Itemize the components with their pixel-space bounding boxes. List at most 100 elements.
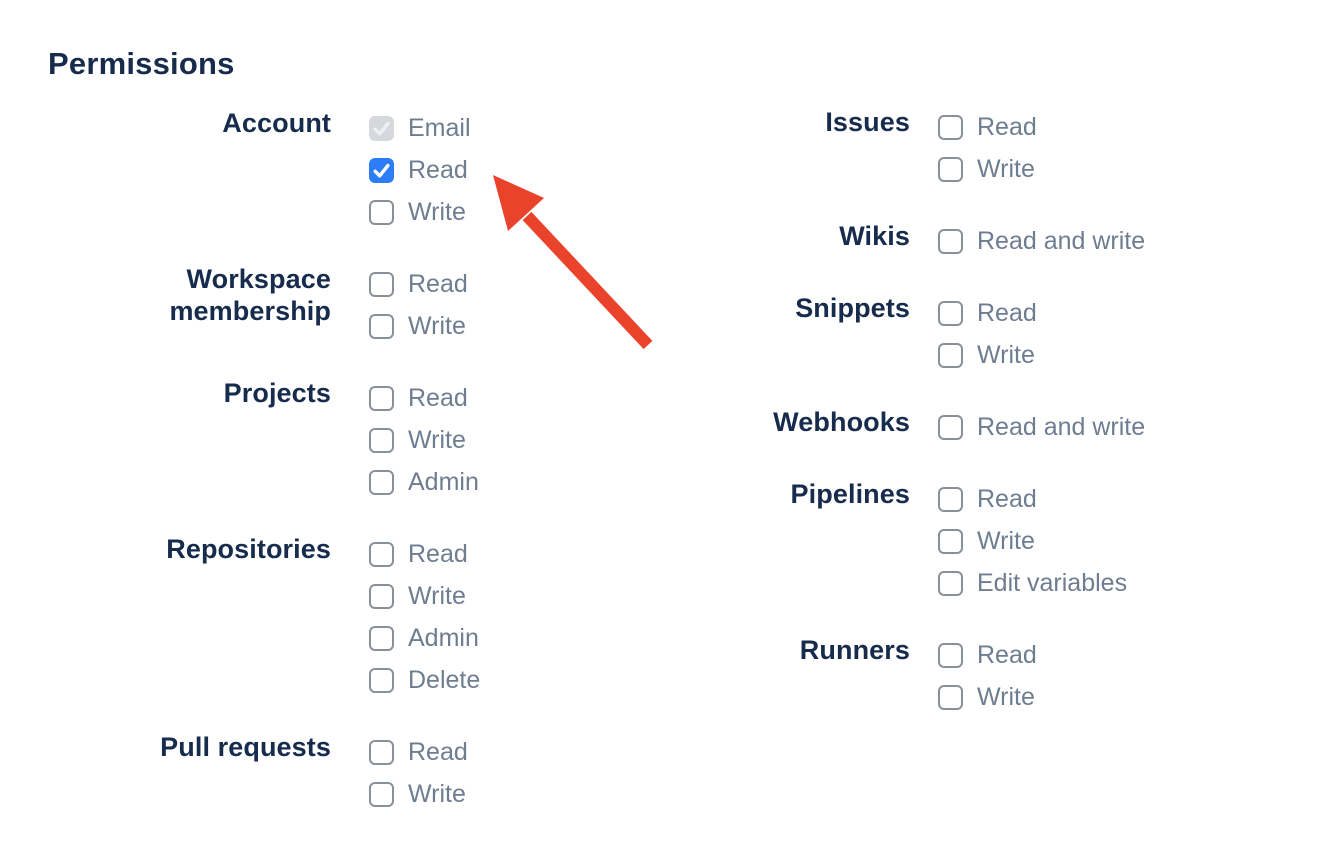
permission-group-label-wikis: Wikis: [839, 221, 910, 251]
checkbox-issues-read[interactable]: [938, 114, 963, 140]
permission-group-options: Read Write Admin Delete: [369, 533, 480, 701]
checkbox-label-projects-read[interactable]: Read: [408, 383, 468, 412]
checkbox-label-issues-read[interactable]: Read: [977, 112, 1037, 141]
checkbox-label-workspace-membership-write[interactable]: Write: [408, 311, 466, 340]
checkbox-pipelines-write[interactable]: [938, 528, 963, 554]
permission-group-options: Read and write: [938, 220, 1145, 262]
permission-group-issues: Issues Read Write: [750, 106, 1145, 190]
checkbox-label-runners-write[interactable]: Write: [977, 682, 1035, 711]
checkbox-label-repositories-delete[interactable]: Delete: [408, 665, 481, 694]
permission-group-options: Email Read Write: [369, 107, 471, 233]
permission-group-label-repositories: Repositories: [166, 534, 331, 564]
checkbox-label-snippets-write[interactable]: Write: [977, 340, 1035, 369]
permission-option-pipelines-edit-variables[interactable]: Edit variables: [938, 562, 1127, 604]
checkbox-projects-admin[interactable]: [369, 469, 394, 495]
checkbox-label-repositories-read[interactable]: Read: [408, 539, 468, 568]
checkbox-label-repositories-write[interactable]: Write: [408, 581, 466, 610]
permissions-column-left: Account Email Read Write Workspace membe…: [131, 107, 480, 815]
checkbox-snippets-write[interactable]: [938, 342, 963, 368]
permission-group-options: Read Write Edit variables: [938, 478, 1127, 604]
permission-option-issues-write[interactable]: Write: [938, 148, 1037, 190]
permission-option-pull-requests-read[interactable]: Read: [369, 731, 468, 773]
permission-group-label-snippets: Snippets: [795, 293, 910, 323]
checkbox-projects-write[interactable]: [369, 427, 394, 453]
checkbox-pipelines-read[interactable]: [938, 486, 963, 512]
permission-group-runners: Runners Read Write: [750, 634, 1145, 718]
checkbox-workspace-membership-write[interactable]: [369, 313, 394, 339]
checkbox-repositories-admin[interactable]: [369, 625, 394, 651]
checkbox-label-account-read[interactable]: Read: [408, 155, 468, 184]
permission-option-repositories-delete[interactable]: Delete: [369, 659, 480, 701]
permission-group-options: Read Write: [938, 292, 1037, 376]
checkbox-runners-write[interactable]: [938, 684, 963, 710]
permission-option-projects-write[interactable]: Write: [369, 419, 479, 461]
checkbox-pull-requests-write[interactable]: [369, 781, 394, 807]
checkbox-label-webhooks-read-and-write[interactable]: Read and write: [977, 412, 1146, 441]
permission-group-options: Read Write: [938, 106, 1037, 190]
permission-option-repositories-admin[interactable]: Admin: [369, 617, 480, 659]
checkbox-label-account-email: Email: [408, 113, 471, 142]
checkbox-label-account-write[interactable]: Write: [408, 197, 466, 226]
checkbox-account-read[interactable]: [369, 157, 394, 183]
checkbox-repositories-write[interactable]: [369, 583, 394, 609]
checkbox-account-write[interactable]: [369, 199, 394, 225]
permission-group-options: Read Write: [369, 263, 468, 347]
permission-group-pull-requests: Pull requests Read Write: [131, 731, 480, 815]
permission-option-pipelines-read[interactable]: Read: [938, 478, 1127, 520]
permission-group-pipelines: Pipelines Read Write Edit variables: [750, 478, 1145, 604]
permission-group-label-pipelines: Pipelines: [790, 479, 910, 509]
permission-option-repositories-write[interactable]: Write: [369, 575, 480, 617]
checkbox-projects-read[interactable]: [369, 385, 394, 411]
checkbox-label-repositories-admin[interactable]: Admin: [408, 623, 479, 652]
checkbox-label-issues-write[interactable]: Write: [977, 154, 1035, 183]
permission-group-repositories: Repositories Read Write Admin Delete: [131, 533, 480, 701]
checkbox-label-pipelines-edit-variables[interactable]: Edit variables: [977, 568, 1128, 597]
permission-option-wikis-read-and-write[interactable]: Read and write: [938, 220, 1145, 262]
checkbox-label-pull-requests-read[interactable]: Read: [408, 737, 468, 766]
permission-option-pull-requests-write[interactable]: Write: [369, 773, 468, 815]
checkbox-webhooks-read-and-write[interactable]: [938, 414, 963, 440]
checkbox-label-pull-requests-write[interactable]: Write: [408, 779, 466, 808]
permission-option-projects-read[interactable]: Read: [369, 377, 479, 419]
checkbox-pull-requests-read[interactable]: [369, 739, 394, 765]
permission-option-repositories-read[interactable]: Read: [369, 533, 480, 575]
permission-group-options: Read Write: [938, 634, 1037, 718]
checkbox-account-email: [369, 115, 394, 141]
checkbox-workspace-membership-read[interactable]: [369, 271, 394, 297]
permission-option-webhooks-read-and-write[interactable]: Read and write: [938, 406, 1145, 448]
permission-option-snippets-read[interactable]: Read: [938, 292, 1037, 334]
permission-option-runners-read[interactable]: Read: [938, 634, 1037, 676]
permission-group-label-runners: Runners: [799, 635, 910, 665]
checkbox-label-snippets-read[interactable]: Read: [977, 298, 1037, 327]
permission-group-label-workspace-membership: Workspace membership: [169, 264, 331, 326]
permission-option-projects-admin[interactable]: Admin: [369, 461, 479, 503]
checkbox-pipelines-edit-variables[interactable]: [938, 570, 963, 596]
checkbox-label-projects-admin[interactable]: Admin: [408, 467, 479, 496]
permissions-column-right: Issues Read Write Wikis Read and write S…: [750, 106, 1145, 718]
permission-option-runners-write[interactable]: Write: [938, 676, 1037, 718]
permission-option-account-read[interactable]: Read: [369, 149, 471, 191]
permission-option-workspace-membership-read[interactable]: Read: [369, 263, 468, 305]
permission-option-workspace-membership-write[interactable]: Write: [369, 305, 468, 347]
checkbox-label-workspace-membership-read[interactable]: Read: [408, 269, 468, 298]
checkbox-repositories-delete[interactable]: [369, 667, 394, 693]
checkbox-issues-write[interactable]: [938, 156, 963, 182]
checkbox-label-wikis-read-and-write[interactable]: Read and write: [977, 226, 1146, 255]
checkbox-repositories-read[interactable]: [369, 541, 394, 567]
permission-option-pipelines-write[interactable]: Write: [938, 520, 1127, 562]
permission-group-account: Account Email Read Write: [131, 107, 480, 233]
checkbox-snippets-read[interactable]: [938, 300, 963, 326]
checkbox-runners-read[interactable]: [938, 642, 963, 668]
checkbox-wikis-read-and-write[interactable]: [938, 228, 963, 254]
checkbox-label-pipelines-write[interactable]: Write: [977, 526, 1035, 555]
permission-option-snippets-write[interactable]: Write: [938, 334, 1037, 376]
permission-group-webhooks: Webhooks Read and write: [750, 406, 1145, 448]
checkbox-label-pipelines-read[interactable]: Read: [977, 484, 1037, 513]
permission-group-label-pull-requests: Pull requests: [160, 732, 331, 762]
permission-group-snippets: Snippets Read Write: [750, 292, 1145, 376]
checkbox-label-runners-read[interactable]: Read: [977, 640, 1037, 669]
permission-option-issues-read[interactable]: Read: [938, 106, 1037, 148]
checkbox-label-projects-write[interactable]: Write: [408, 425, 466, 454]
permission-option-account-write[interactable]: Write: [369, 191, 471, 233]
permission-group-wikis: Wikis Read and write: [750, 220, 1145, 262]
